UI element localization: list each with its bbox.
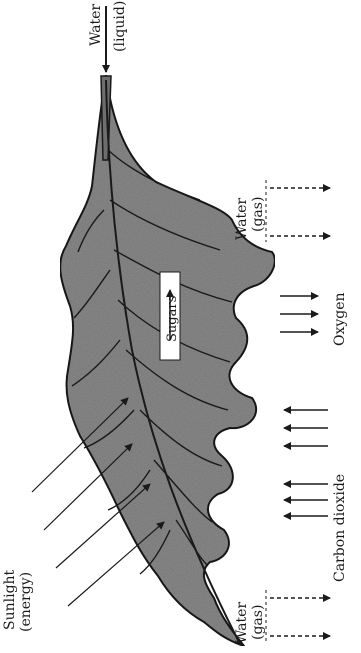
sugars-label: Sugars bbox=[165, 296, 180, 342]
water-gas-top-label-2: (gas) bbox=[250, 197, 266, 232]
carbon-dioxide-label: Carbon dioxide bbox=[332, 474, 348, 582]
sunlight-label-1: Sunlight bbox=[2, 569, 18, 630]
water-gas-bottom-label-1: Water bbox=[234, 602, 250, 644]
oxygen-label: Oxygen bbox=[332, 292, 348, 346]
water-gas-top-arrows bbox=[270, 188, 330, 236]
water-gas-top-label-1: Water bbox=[234, 198, 250, 240]
water-gas-bottom-arrows bbox=[270, 598, 330, 636]
oxygen-arrows bbox=[280, 296, 318, 332]
water-liquid-label-1: Water bbox=[88, 4, 104, 46]
sunlight-label-2: (energy) bbox=[18, 572, 34, 632]
water-liquid-label-2: (liquid) bbox=[112, 1, 128, 52]
water-gas-bottom-label-2: (gas) bbox=[250, 605, 266, 640]
carbon-dioxide-arrows bbox=[284, 410, 328, 516]
